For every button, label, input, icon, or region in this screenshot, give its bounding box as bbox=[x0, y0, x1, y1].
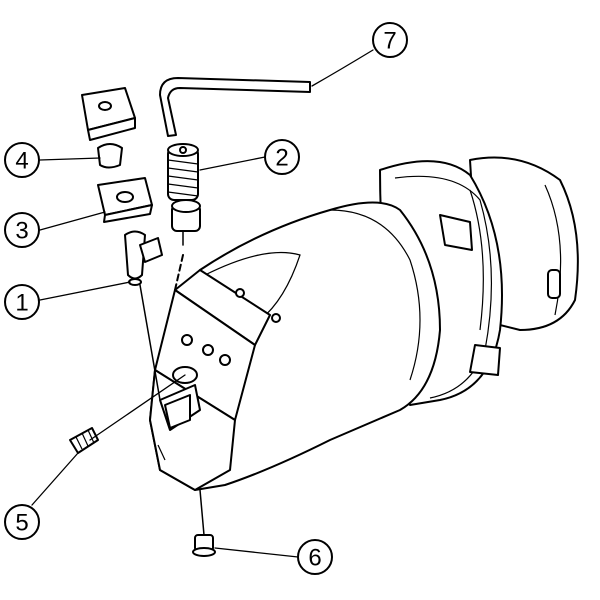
leader-lines bbox=[31, 49, 374, 558]
callout-label: 4 bbox=[15, 148, 28, 175]
set-screw-part-5 bbox=[69, 427, 99, 454]
callout-1: 1 bbox=[4, 284, 40, 320]
callout-4: 4 bbox=[4, 142, 40, 178]
callout-label: 1 bbox=[15, 290, 28, 317]
callout-5: 5 bbox=[4, 504, 40, 540]
callout-label: 5 bbox=[15, 510, 28, 537]
callout-label: 3 bbox=[15, 218, 28, 245]
screw-spring-part-2 bbox=[167, 143, 201, 232]
hex-key-part-7 bbox=[159, 77, 311, 137]
shim-part-3 bbox=[97, 177, 153, 223]
lever-part-1 bbox=[124, 230, 163, 286]
callout-7: 7 bbox=[372, 22, 408, 58]
callout-label: 2 bbox=[275, 145, 288, 172]
callout-6: 6 bbox=[297, 539, 333, 575]
tool-holder-body bbox=[149, 156, 579, 491]
callout-label: 6 bbox=[308, 545, 321, 572]
callout-3: 3 bbox=[4, 212, 40, 248]
assembly-lines bbox=[139, 231, 205, 536]
callout-2: 2 bbox=[264, 139, 300, 175]
screw-part-6 bbox=[192, 534, 216, 557]
callout-label: 7 bbox=[383, 28, 396, 55]
insert-part-4 bbox=[81, 87, 136, 169]
